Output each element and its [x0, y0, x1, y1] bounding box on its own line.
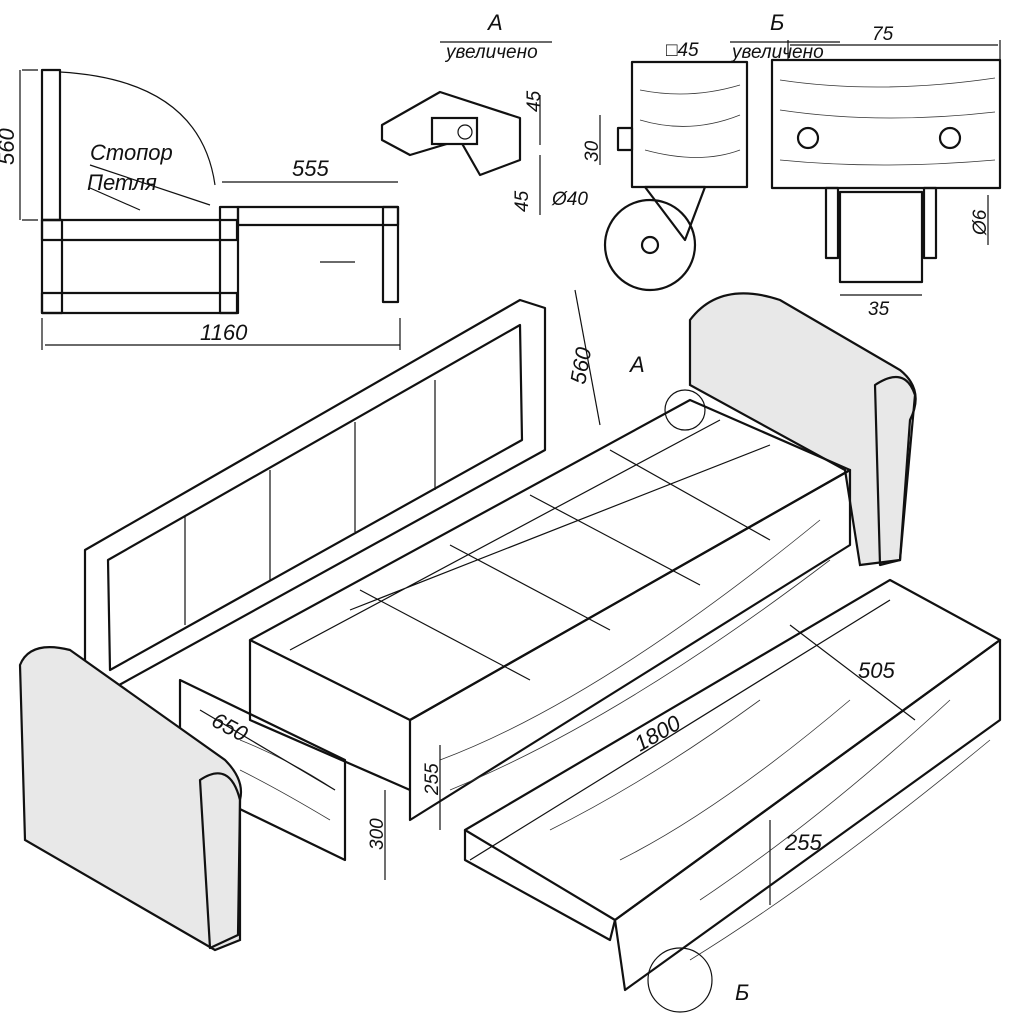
detail-a-dim-2: 45 — [512, 190, 533, 212]
drawer-depth-label: 650 — [208, 707, 253, 747]
detail-b-wheel-diameter: Ø40 — [551, 189, 588, 210]
hinge-label: Петля — [87, 170, 157, 195]
stopper-label: Стопор — [90, 140, 173, 165]
depth-half-label: 555 — [292, 156, 329, 181]
detail-b-caption: увеличено — [730, 42, 824, 63]
mattress-width-label: 505 — [858, 658, 895, 683]
main-view — [18, 289, 1002, 1013]
callout-a-label: А — [628, 352, 645, 377]
detail-a-caption: увеличено — [444, 42, 538, 63]
detail-b-letter: Б — [770, 10, 784, 35]
detail-a-letter: А — [486, 10, 503, 35]
callout-b-label: Б — [735, 980, 749, 1005]
detail-b — [599, 40, 1002, 296]
detail-b-square: □45 — [666, 40, 699, 61]
detail-b-bracket-width: 35 — [868, 299, 890, 320]
detail-a-dim-1: 45 — [524, 90, 545, 112]
detail-a — [380, 41, 552, 215]
mattress-height-label: 255 — [784, 830, 822, 855]
total-depth-label: 1160 — [200, 320, 248, 345]
side-height-main-label: 255 — [422, 763, 443, 796]
detail-b-axle-diameter: Ø6 — [970, 209, 991, 236]
side-height-label: 560 — [0, 128, 19, 165]
side-view — [19, 68, 401, 350]
detail-b-width: 75 — [872, 24, 894, 45]
detail-b-height: 30 — [582, 140, 603, 162]
drawer-height-label: 300 — [367, 818, 388, 850]
